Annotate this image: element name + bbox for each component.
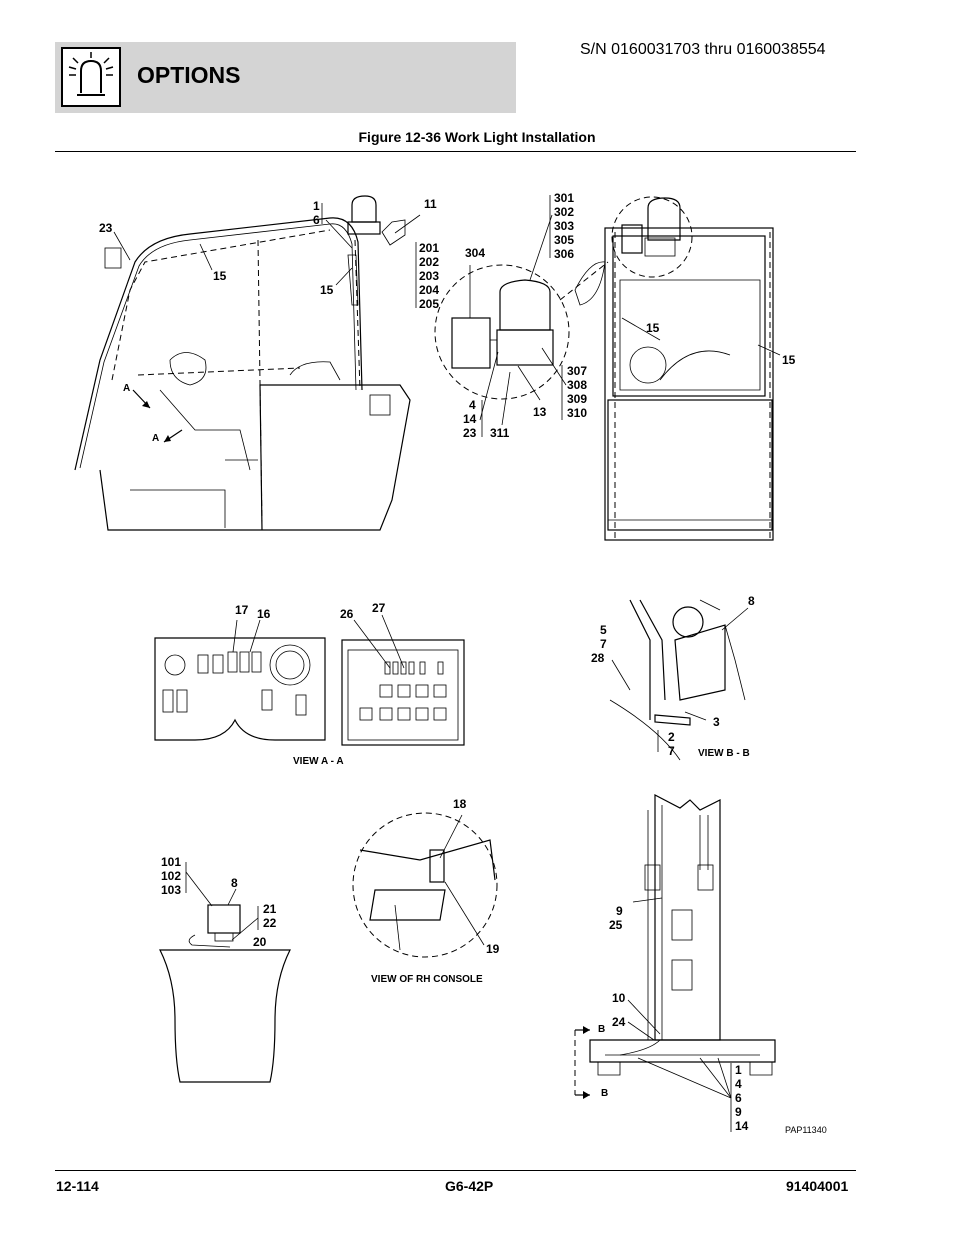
callout-101: 101 — [161, 855, 182, 869]
callout-203: 203 — [419, 269, 440, 283]
callout-303: 303 — [554, 219, 575, 233]
callout-10: 10 — [612, 991, 626, 1005]
callout-305: 305 — [554, 233, 575, 247]
callout-304: 304 — [465, 246, 486, 260]
cab-side-view — [74, 195, 421, 531]
callout-2: 2 — [668, 730, 675, 744]
callout-205: 205 — [419, 297, 440, 311]
caption-view-a-a: VIEW A - A — [293, 756, 344, 767]
callout-15: 15 — [320, 283, 334, 297]
callout-23: 23 — [463, 426, 477, 440]
callout-1: 1 — [735, 1063, 742, 1077]
callout-13: 13 — [533, 405, 547, 419]
footer-rule — [55, 1170, 856, 1171]
callout-3: 3 — [713, 715, 720, 729]
work-light-icon — [61, 47, 121, 107]
callout-302: 302 — [554, 205, 575, 219]
callout-309: 309 — [567, 392, 588, 406]
callout-15: 15 — [213, 269, 227, 283]
caption-view-rh-console: VIEW OF RH CONSOLE — [371, 974, 483, 985]
callout-307: 307 — [567, 364, 588, 378]
callout-102: 102 — [161, 869, 182, 883]
callout-301: 301 — [554, 191, 575, 205]
callout-15: 15 — [646, 321, 660, 335]
serial-number-range: S/N 0160031703 thru 0160038554 — [580, 41, 826, 58]
callout-202: 202 — [419, 255, 440, 269]
page-number: 12-114 — [56, 1178, 99, 1194]
callout-9: 9 — [616, 904, 623, 918]
callout-22: 22 — [263, 916, 277, 930]
callout-9: 9 — [735, 1105, 742, 1119]
callout-6: 6 — [313, 213, 320, 227]
callout-103: 103 — [161, 883, 182, 897]
callout-24: 24 — [612, 1015, 626, 1029]
callout-311: 311 — [490, 426, 510, 440]
callout-23: 23 — [99, 221, 113, 235]
callout-18: 18 — [453, 797, 467, 811]
callout-7: 7 — [600, 637, 607, 651]
callout-21: 21 — [263, 902, 277, 916]
section-header: OPTIONS — [55, 42, 516, 113]
column-view — [574, 794, 776, 1132]
callout-11: 11 — [424, 197, 437, 211]
callout-27: 27 — [372, 601, 386, 615]
section-marker-b: B — [601, 1088, 609, 1099]
callout-6: 6 — [735, 1091, 742, 1105]
model-number: G6-42P — [445, 1178, 494, 1194]
callout-308: 308 — [567, 378, 588, 392]
rh-console-view — [352, 812, 498, 958]
section-title: OPTIONS — [137, 62, 241, 88]
callout-25: 25 — [609, 918, 623, 932]
callout-204: 204 — [419, 283, 440, 297]
callout-14: 14 — [463, 412, 477, 426]
section-marker-a: A — [152, 433, 160, 444]
figure-title: Figure 12-36 Work Light Installation — [358, 129, 596, 145]
callout-28: 28 — [591, 651, 605, 665]
drawing-number: PAP11340 — [785, 1125, 827, 1135]
callout-4: 4 — [735, 1077, 742, 1091]
callout-14: 14 — [735, 1119, 749, 1133]
view-bb — [609, 599, 749, 761]
document-number: 91404001 — [786, 1178, 849, 1194]
callout-5: 5 — [600, 623, 607, 637]
callout-16: 16 — [257, 607, 271, 621]
callout-306: 306 — [554, 247, 575, 261]
callout-1: 1 — [313, 199, 320, 213]
callout-19: 19 — [486, 942, 500, 956]
header-rule — [55, 151, 856, 152]
callout-15: 15 — [782, 353, 796, 367]
callout-8: 8 — [231, 876, 238, 890]
pedestal-light — [159, 862, 291, 1083]
callout-310: 310 — [567, 406, 588, 420]
cab-front-view — [604, 196, 781, 541]
view-aa-panels — [154, 614, 465, 746]
callout-20: 20 — [253, 935, 267, 949]
callout-17: 17 — [235, 603, 249, 617]
callout-201: 201 — [419, 241, 440, 255]
callout-7: 7 — [668, 744, 675, 758]
section-marker-a: A — [123, 383, 131, 394]
callout-4: 4 — [469, 398, 476, 412]
section-marker-b: B — [598, 1024, 606, 1035]
caption-view-b-b: VIEW B - B — [698, 748, 750, 759]
callout-8: 8 — [748, 594, 755, 608]
callout-26: 26 — [340, 607, 354, 621]
